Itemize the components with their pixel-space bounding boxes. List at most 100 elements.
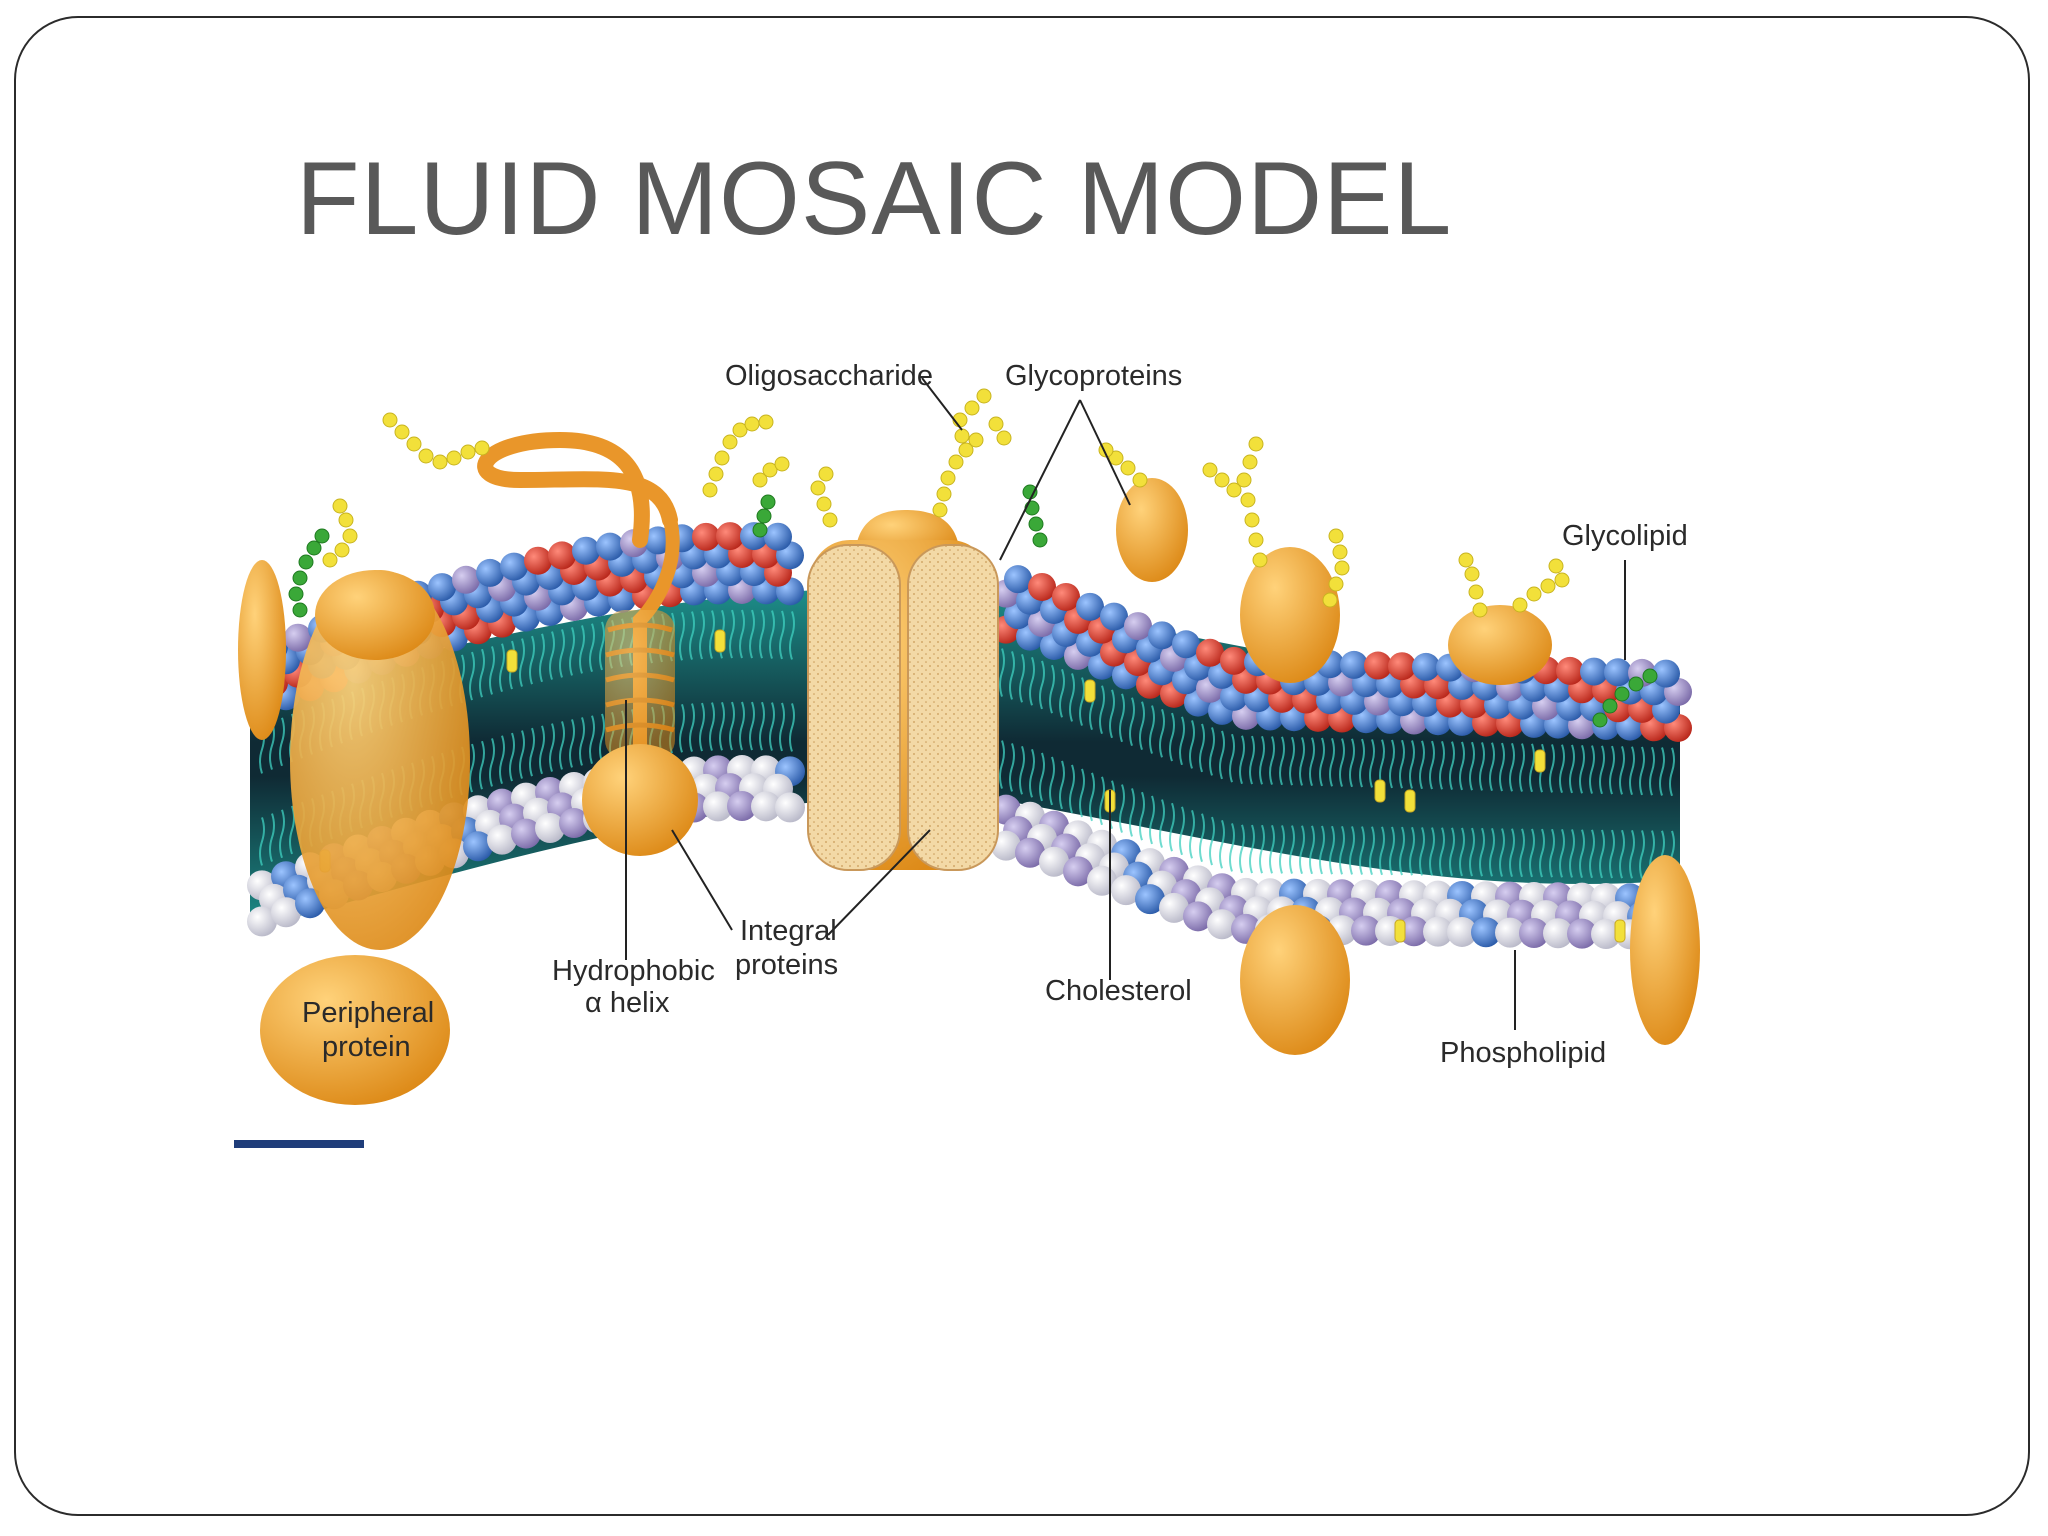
lipid-tail <box>1629 746 1635 879</box>
phospholipid-head <box>452 565 480 594</box>
lipid-tail <box>1199 723 1205 862</box>
sugar-residue <box>298 554 314 570</box>
sugar-residue <box>1132 472 1148 488</box>
phospholipid-head <box>1111 875 1141 906</box>
sugar-residue <box>1028 516 1044 532</box>
lipid-tail <box>1389 739 1395 876</box>
sugar-residue <box>810 480 826 496</box>
lipid-tail <box>1489 742 1495 877</box>
cholesterol-molecule <box>1394 919 1406 943</box>
lipid-tail <box>789 611 795 752</box>
phospholipid-head <box>1495 917 1525 948</box>
phospholipid-head <box>559 807 589 838</box>
lipid-tail <box>1019 654 1025 795</box>
lipid-tail <box>469 651 475 793</box>
sugar-residue <box>1108 450 1124 466</box>
phospholipid-head <box>1004 565 1032 594</box>
lipid-tail <box>579 625 585 766</box>
phospholipid-head <box>548 541 576 570</box>
sugar-residue <box>1120 460 1136 476</box>
label-integral-line1: Integral <box>740 915 837 947</box>
lipid-tail <box>679 611 685 753</box>
lipid-tail <box>479 648 485 790</box>
lipid-tail <box>1419 740 1425 876</box>
phospholipid-head <box>1399 916 1429 947</box>
sugar-residue <box>1328 528 1344 544</box>
label-oligosaccharide: Oligosaccharide <box>725 360 933 392</box>
accent-rule <box>234 1140 364 1148</box>
sugar-residue <box>816 496 832 512</box>
glycoprotein-far-right <box>1448 605 1552 685</box>
lipid-tail <box>1639 746 1645 879</box>
lipid-tail <box>1249 735 1255 874</box>
leader-lines <box>625 377 1626 1030</box>
left-integral-protein <box>290 570 470 950</box>
lipid-tail <box>539 633 545 775</box>
lipid-tail <box>1449 741 1455 877</box>
sugar-residue <box>292 570 308 586</box>
lipid-tail <box>1569 744 1575 878</box>
lipid-tail <box>1549 744 1555 878</box>
sugar-residue <box>1242 454 1258 470</box>
sugar-residue <box>762 462 778 478</box>
sugar-residue <box>760 494 776 510</box>
glycoprotein-right-top <box>1116 478 1188 582</box>
right-edge-protein <box>1630 855 1700 1045</box>
lipid-tail <box>1619 746 1625 879</box>
alpha-helix-body <box>605 610 675 760</box>
lipid-tail <box>1289 736 1295 874</box>
sugar-residue <box>1512 597 1528 613</box>
lipid-tail <box>1129 697 1135 837</box>
sugar-residue <box>1458 552 1474 568</box>
phospholipid-head <box>511 818 541 849</box>
sugar-residue <box>474 440 490 456</box>
phospholipid-head <box>284 623 312 652</box>
lipid-tail <box>699 610 705 752</box>
lipid-tail <box>1079 677 1085 818</box>
lipid-tail <box>589 623 595 764</box>
phospholipid-head <box>271 897 301 928</box>
sugar-residue <box>382 412 398 428</box>
sugar-residue <box>322 552 338 568</box>
phospholipid-head <box>1052 582 1080 611</box>
sugar-residue <box>1334 560 1350 576</box>
left-top-glycoprotein <box>315 570 435 660</box>
sugar-residue <box>756 508 772 524</box>
cholesterol-molecule <box>1374 779 1386 803</box>
phospholipid-head <box>1028 572 1056 601</box>
lipid-tail <box>1459 741 1465 877</box>
cholesterol-molecule <box>1404 789 1416 813</box>
phospholipid-head <box>596 532 624 561</box>
lipid-tail <box>1219 730 1225 869</box>
lipid-tail <box>1439 741 1445 876</box>
phospholipid-head <box>1556 656 1584 685</box>
slide-title: FLUID MOSAIC MODEL <box>296 141 1453 257</box>
lipid-tail <box>1139 701 1145 841</box>
phospholipid-head <box>1148 621 1176 650</box>
cholesterol-molecule <box>1534 749 1546 773</box>
sugar-residue <box>1526 586 1542 602</box>
lipid-tail <box>1159 709 1165 848</box>
lipid-tail <box>1369 739 1375 876</box>
sugar-residue <box>752 522 768 538</box>
lipid-tail <box>1189 720 1195 859</box>
cholesterol-molecule <box>506 649 518 673</box>
sugar-residue <box>1236 472 1252 488</box>
sugar-residue <box>1468 584 1484 600</box>
phospholipid-head <box>500 552 528 581</box>
lipid-tail <box>1179 716 1185 856</box>
sugar-residue <box>1614 686 1630 702</box>
lipid-tail <box>1429 740 1435 876</box>
lipid-tail <box>1049 664 1055 806</box>
sugar-residue <box>708 466 724 482</box>
lipid-tail <box>1169 712 1175 852</box>
sugar-residue <box>418 448 434 464</box>
phospholipid-head <box>1015 837 1045 868</box>
lipid-tail <box>1579 744 1585 878</box>
phospholipid-head <box>476 558 504 587</box>
cholesterol-molecule <box>714 629 726 653</box>
sugar-residue <box>1252 552 1268 568</box>
sugar-residue <box>940 470 956 486</box>
sugar-residue <box>1602 698 1618 714</box>
